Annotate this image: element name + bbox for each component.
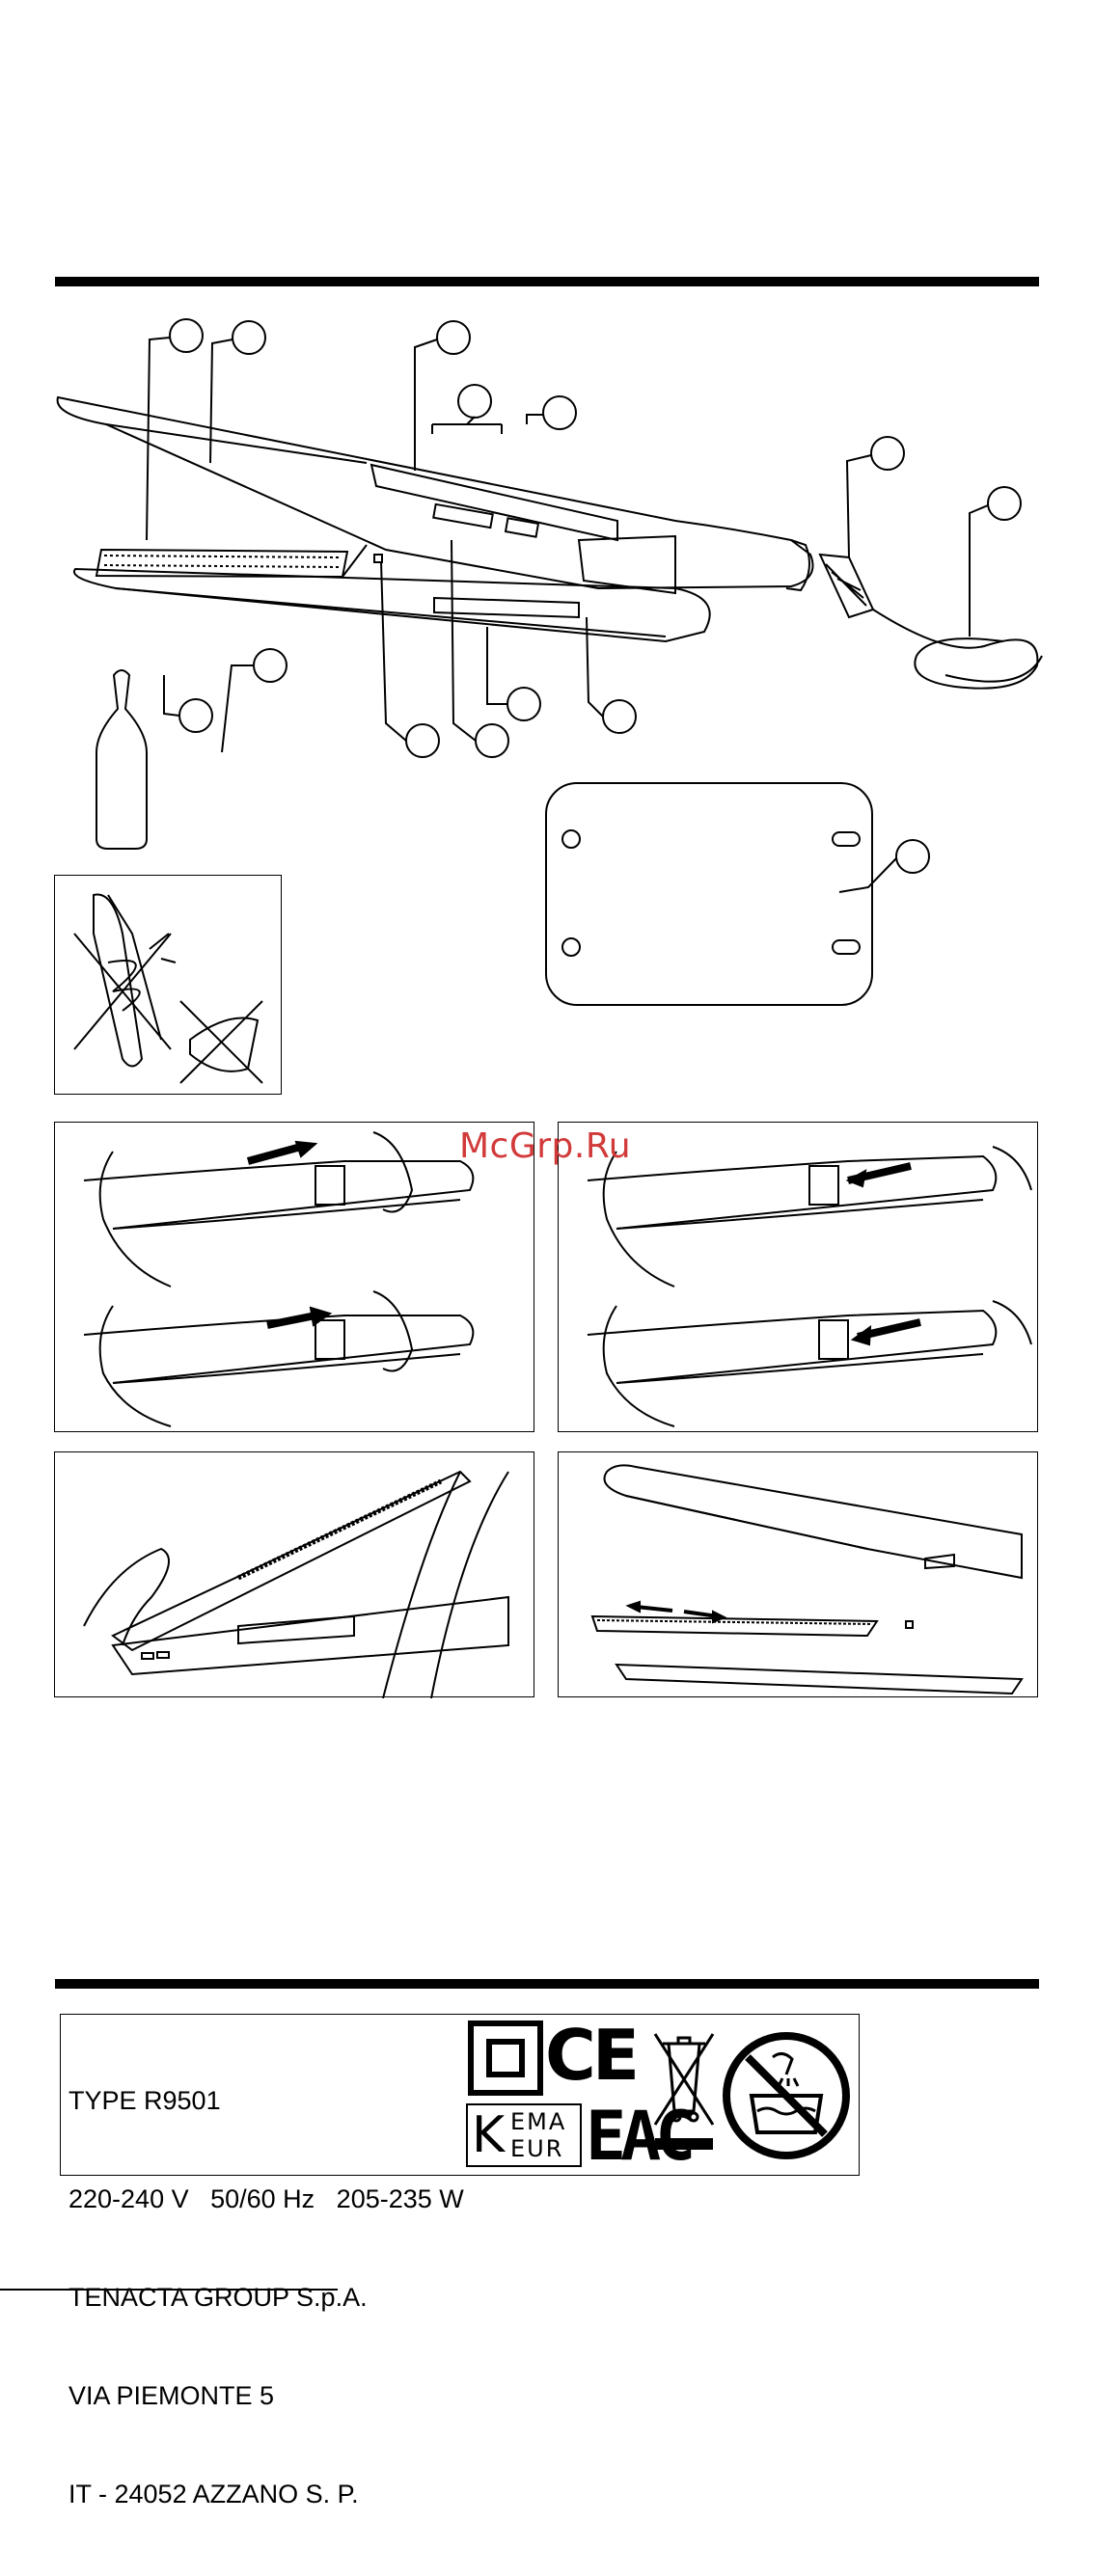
rating-text: TYPE R9501 220-240 V 50/60 Hz 205-235 W … — [68, 2019, 464, 2576]
rating-line-street: VIA PIEMONTE 5 — [68, 2379, 464, 2412]
kema-k: K — [472, 2105, 505, 2165]
rating-line-company: TENACTA GROUP S.p.A. — [68, 2281, 464, 2314]
kema-keur-icon: K EMA EUR — [466, 2103, 582, 2167]
no-bath-water-icon — [719, 2028, 854, 2163]
usage-panel-3 — [54, 1451, 534, 1697]
kema-top: EMA — [510, 2109, 566, 2134]
page-footer-rule — [0, 2289, 338, 2291]
watermark: McGrp.Ru — [459, 1126, 631, 1166]
class-ii-icon — [468, 2020, 543, 2096]
mounting-plate — [546, 783, 872, 1005]
kema-bottom: EUR — [510, 2136, 563, 2161]
oil-bottle — [96, 670, 147, 849]
upper-arm — [58, 397, 813, 588]
bottom-rule — [55, 1979, 1039, 1989]
storage-warning-panel — [54, 875, 282, 1095]
ce-mark-icon: CE — [545, 2015, 636, 2096]
weee-bin-icon — [649, 2024, 719, 2159]
comb — [96, 550, 347, 577]
lower-arm — [74, 569, 710, 641]
rating-line-city: IT - 24052 AZZANO S. P. — [68, 2478, 464, 2510]
rating-line-type: TYPE R9501 — [68, 2084, 464, 2117]
display-window — [433, 504, 493, 528]
usage-panel-1 — [54, 1122, 534, 1432]
rating-label: TYPE R9501 220-240 V 50/60 Hz 205-235 W … — [60, 2014, 860, 2176]
usage-panel-4 — [558, 1451, 1038, 1697]
rating-line-power: 220-240 V 50/60 Hz 205-235 W — [68, 2183, 464, 2215]
usage-panel-2 — [558, 1122, 1038, 1432]
